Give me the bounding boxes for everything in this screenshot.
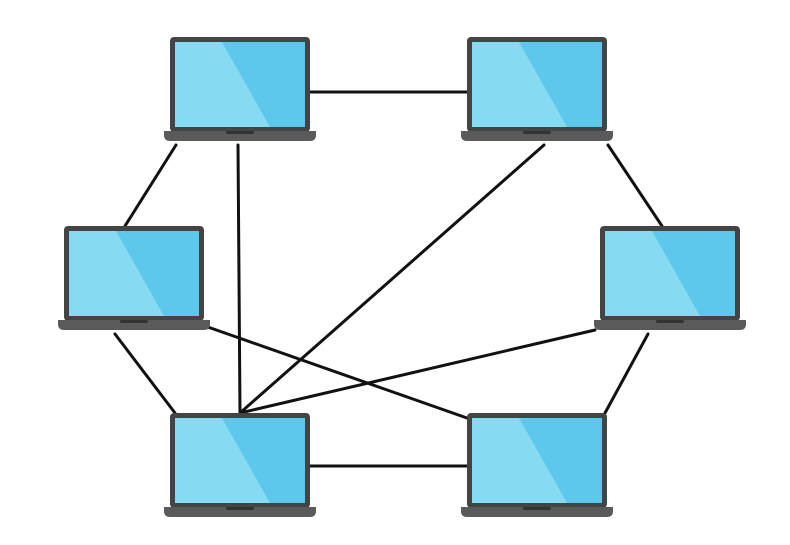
laptop-notch [656, 320, 684, 323]
link-top-right-to-middle-right [606, 143, 664, 228]
link-middle-left-to-bottom-right [203, 324, 469, 420]
laptop-notch [226, 507, 254, 510]
screen-highlight [472, 42, 567, 127]
link-top-left-to-middle-left [123, 143, 178, 228]
link-top-left-to-bottom-left [236, 143, 242, 415]
laptop-notch [523, 131, 551, 134]
laptop-base [594, 320, 746, 330]
screen-highlight [175, 42, 270, 127]
link-middle-right-to-bottom-left [238, 328, 597, 415]
laptop-icon-top-left [164, 37, 316, 141]
laptop-icon-middle-right [594, 226, 746, 330]
screen-highlight [605, 231, 700, 316]
laptop-icon-bottom-right [461, 413, 613, 517]
laptop-notch [523, 507, 551, 510]
link-middle-right-to-bottom-right [603, 332, 650, 415]
screen-highlight [472, 418, 567, 503]
laptop-icon-top-right [461, 37, 613, 141]
laptop-notch [226, 131, 254, 134]
laptop-notch [120, 320, 148, 323]
screen-highlight [69, 231, 164, 316]
laptop-base [461, 507, 613, 517]
laptop-icon-bottom-left [164, 413, 316, 517]
laptop-icon-middle-left [58, 226, 210, 330]
laptop-base [164, 507, 316, 517]
laptop-base [58, 320, 210, 330]
screen-highlight [175, 418, 270, 503]
laptop-base [164, 131, 316, 141]
links-layer [113, 90, 664, 468]
nodes-layer [58, 37, 746, 517]
laptop-base [461, 131, 613, 141]
link-top-right-to-bottom-left [238, 143, 546, 415]
link-middle-left-to-bottom-left [113, 332, 177, 415]
